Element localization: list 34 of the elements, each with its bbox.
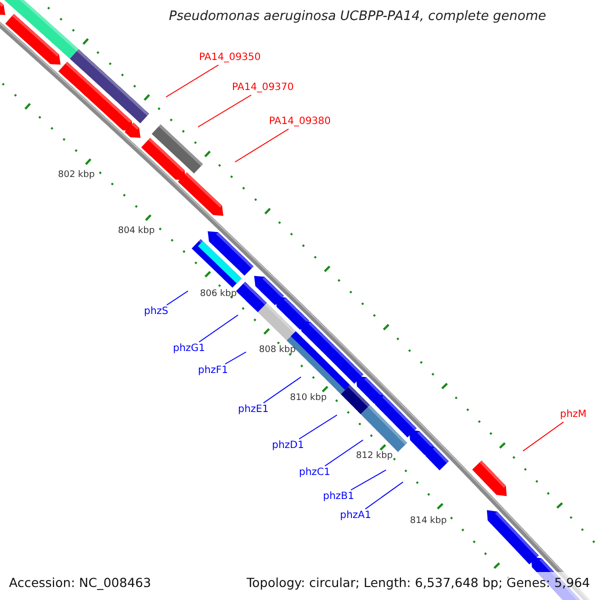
scale-label: 802 kbp (58, 170, 95, 180)
scale-label: 810 kbp (290, 393, 327, 403)
leader-line (234, 128, 290, 162)
gene-label: phzM (560, 409, 587, 421)
scale-label: 804 kbp (118, 226, 155, 236)
accession-text: Accession: NC_008463 (9, 575, 152, 590)
leader-line (262, 376, 302, 404)
gene-label: PA14_09370 (232, 82, 294, 94)
leader-line (298, 414, 338, 440)
leader-line (522, 422, 564, 452)
gene-label: phzG1 (173, 343, 206, 355)
gene-label: phzB1 (323, 491, 354, 503)
leader-line (198, 314, 238, 342)
title: Pseudomonas aeruginosa UCBPP-PA14, complete genome (168, 9, 548, 24)
leader-line (350, 470, 386, 490)
gene-label: PA14_09350 (199, 52, 261, 64)
scale-label: 812 kbp (356, 451, 393, 461)
leader-line (364, 482, 404, 510)
leader-line (198, 94, 252, 128)
leader-line (166, 290, 188, 306)
genome-info-text: Topology: circular; Length: 6,537,648 bp; Genes: 5,964 (246, 575, 590, 590)
leader-line (166, 64, 219, 98)
scale-label: 806 kbp (200, 289, 237, 299)
gene-label: phzE1 (238, 404, 269, 416)
gene-label: phzC1 (299, 467, 330, 479)
scale-label: 814 kbp (410, 516, 447, 526)
gene-label: phzD1 (272, 440, 304, 452)
scale-label: 808 kbp (259, 345, 296, 355)
leader-line (324, 440, 364, 466)
gene-label: phzF1 (198, 365, 228, 377)
leader-line (224, 352, 246, 364)
gene-label: phzA1 (340, 510, 372, 522)
gene-label: phzS (144, 306, 168, 318)
gene-label: PA14_09380 (269, 116, 331, 128)
